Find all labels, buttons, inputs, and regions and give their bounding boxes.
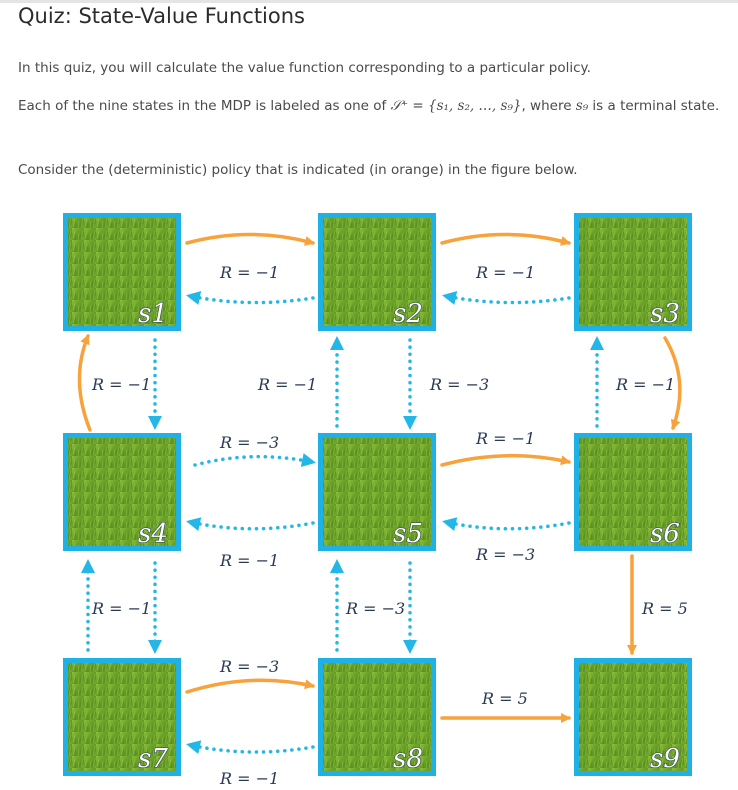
reward-s2-s5-left: R = −1 [257,375,317,394]
reward-s6-s9: R = 5 [641,599,688,618]
policy-arrow-s3-s6 [663,336,682,430]
state-label-s5: s5 [393,519,423,549]
reward-s2-s5-right: R = −3 [429,375,489,394]
state-tile-s3 [574,213,692,331]
states-text-middle: , where [521,98,576,114]
alt-arrow-s2-s1 [186,291,315,305]
states-text-after: is a terminal state. [588,98,720,114]
reward-s4-s7: R = −1 [91,599,151,618]
top-divider [0,0,738,3]
reward-s5-s4-bottom: R = −1 [219,551,279,570]
reward-s4-s5-top: R = −3 [219,433,279,452]
reward-s5-s8: R = −3 [345,599,405,618]
reward-s2-s3: R = −1 [475,263,535,282]
state-tile-s7 [63,658,181,776]
policy-paragraph: Consider the (deterministic) policy that… [18,162,578,178]
state-label-s1: s1 [138,299,168,329]
alt-arrow-s4-s5 [193,453,316,467]
state-label-s4: s4 [138,519,168,549]
state-label-s7: s7 [138,744,168,774]
policy-arrow-s4-s1 [77,334,92,432]
state-label-s8: s8 [393,744,423,774]
state-tile-s5 [318,433,436,551]
reward-s1-s4: R = −1 [91,375,151,394]
reward-s7-s8-top: R = −3 [219,657,279,676]
page-title: Quiz: State-Value Functions [18,4,305,28]
state-tile-s2 [318,213,436,331]
policy-arrow-s2-s3 [440,232,571,246]
reward-s1-s2: R = −1 [219,263,279,282]
alt-arrow-s3-s2 [442,291,571,305]
state-label-s9: s9 [650,744,680,774]
reward-s6-s5-bottom: R = −3 [475,545,535,564]
state-tile-s6 [574,433,692,551]
reward-s8-s7-bottom: R = −1 [219,769,279,788]
state-tile-s4 [63,433,181,551]
state-label-s6: s6 [650,519,680,549]
reward-s3-s6: R = −1 [615,375,675,394]
terminal-state-math: s₉ [575,98,589,114]
policy-arrow-s5-s6 [440,453,571,467]
reward-s8-s9: R = 5 [481,689,528,708]
state-tile-s9 [574,658,692,776]
intro-paragraph: In this quiz, you will calculate the val… [18,60,591,76]
state-tile-s8 [318,658,436,776]
state-tile-s1 [63,213,181,331]
alt-arrow-s6-s5 [442,517,571,531]
alt-arrow-s5-s4 [186,517,315,531]
alt-arrow-s8-s7 [186,740,315,754]
states-text-before: Each of the nine states in the MDP is la… [18,98,391,114]
policy-arrow-s7-s8 [185,678,315,694]
state-label-s2: s2 [393,299,423,329]
policy-arrow-s1-s2 [185,232,315,246]
reward-s5-s6-top: R = −1 [475,429,535,448]
states-paragraph: Each of the nine states in the MDP is la… [18,94,730,118]
state-set-math: 𝒮⁺ = {s₁, s₂, …, s₉} [390,98,522,114]
state-label-s3: s3 [650,299,680,329]
